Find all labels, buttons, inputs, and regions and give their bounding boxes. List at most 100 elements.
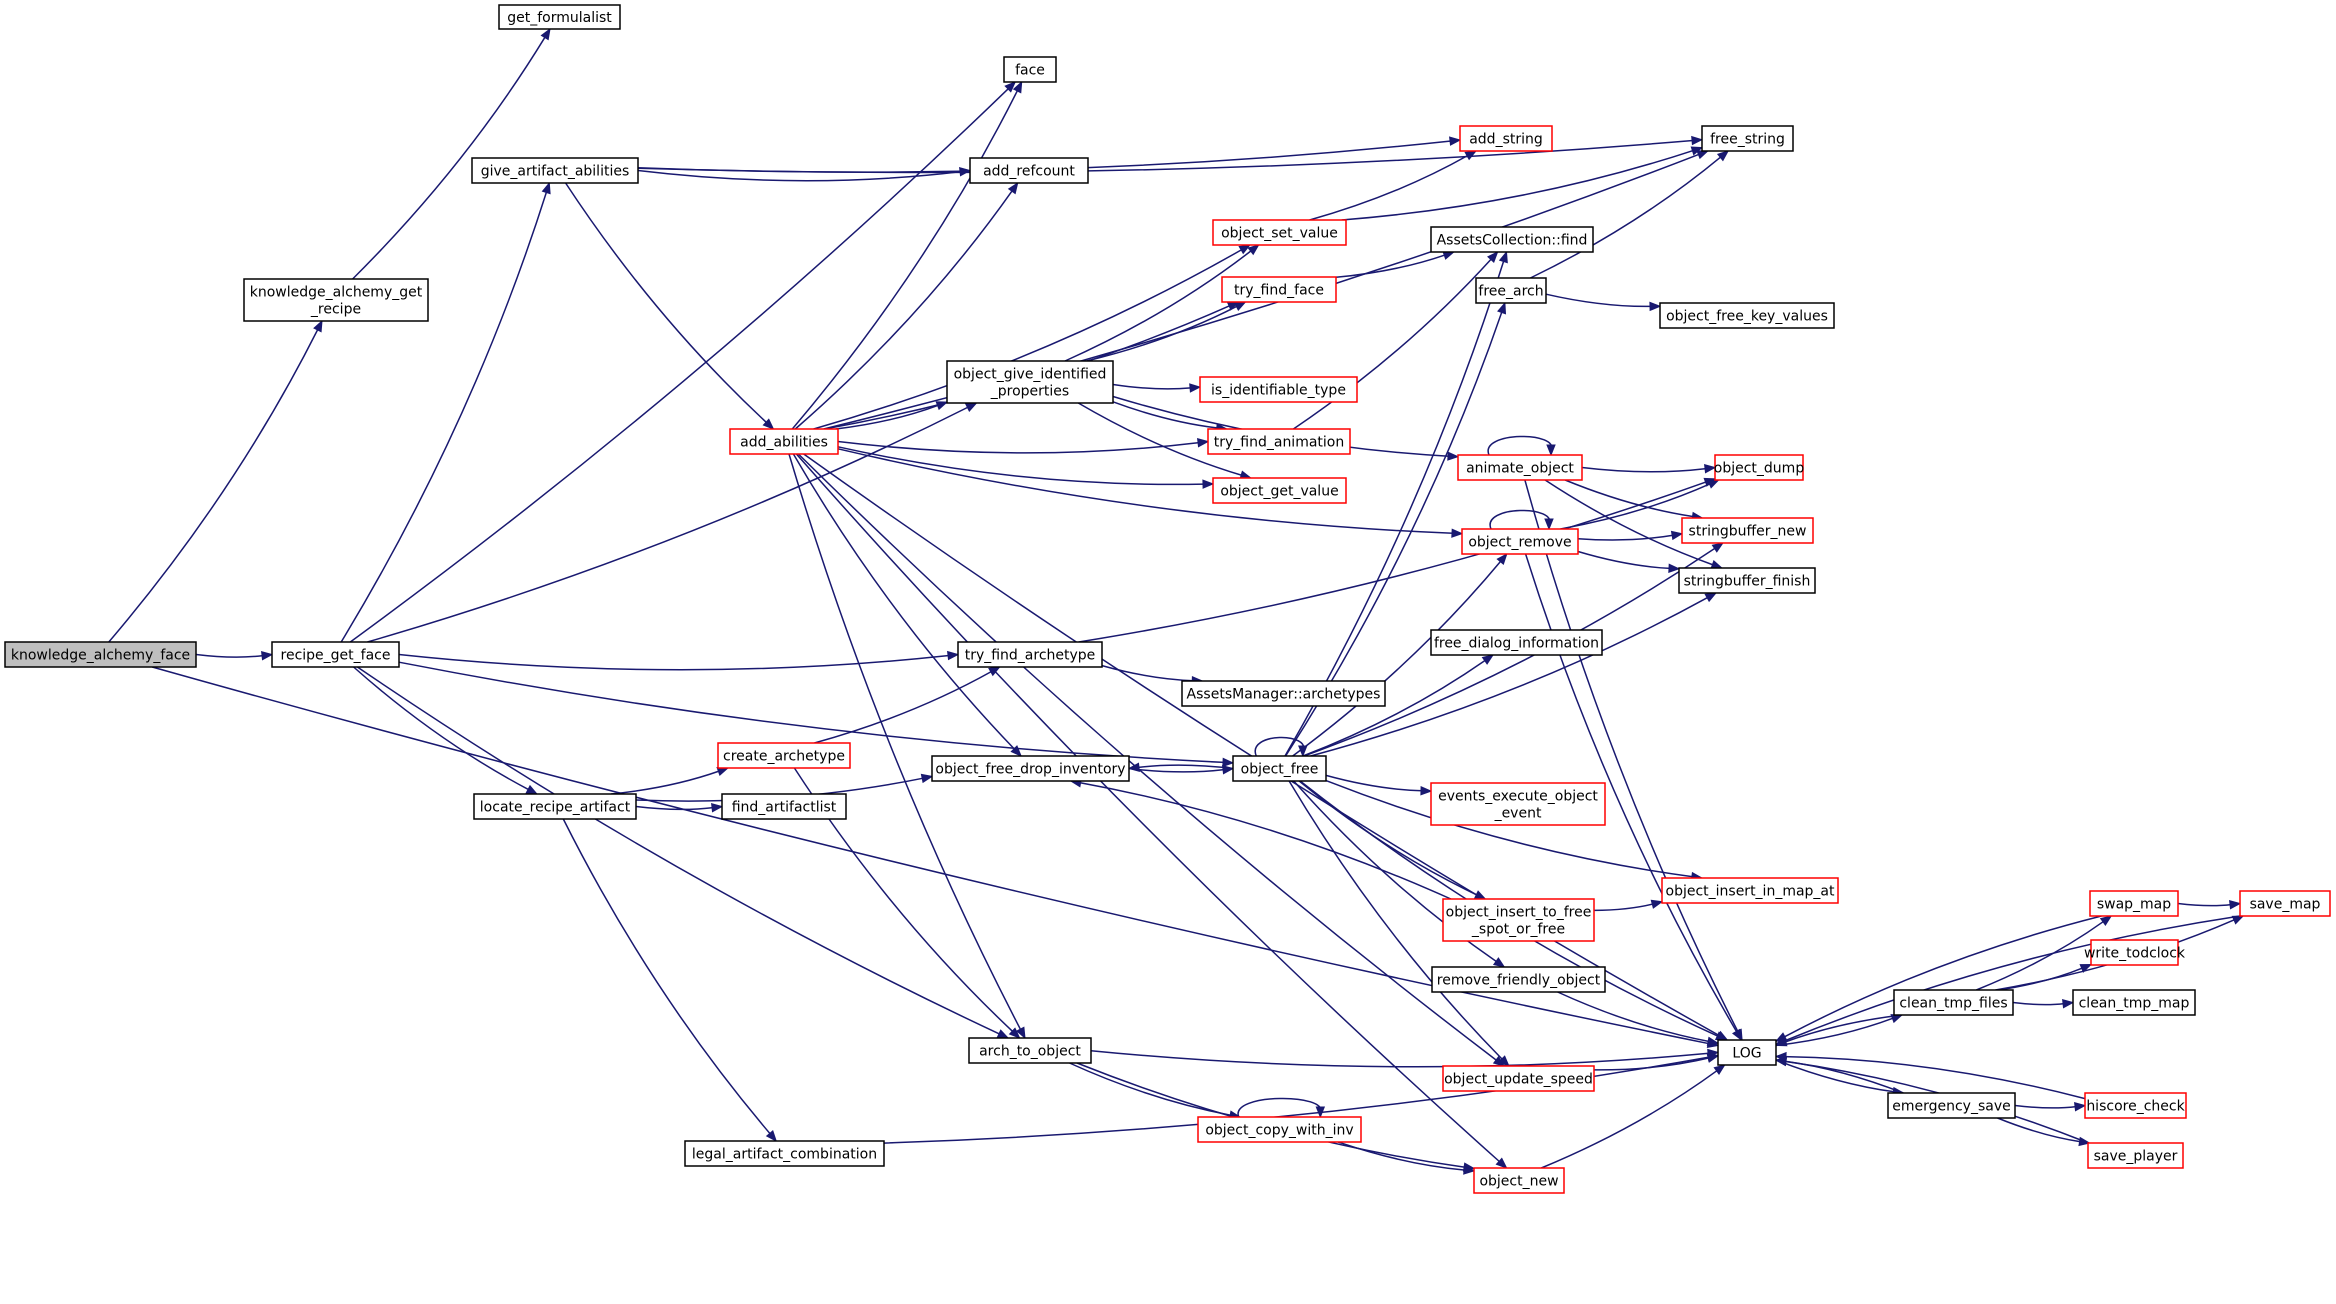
node-object_remove[interactable]: object_remove xyxy=(1461,528,1579,555)
node-animate_object[interactable]: animate_object xyxy=(1457,454,1583,481)
node-object_new[interactable]: object_new xyxy=(1473,1167,1565,1194)
node-box xyxy=(1442,1065,1595,1092)
node-box xyxy=(473,793,637,820)
arrowhead-icon xyxy=(541,181,551,195)
edge-object_free-to-stringbuffer_new xyxy=(1303,542,1725,757)
node-box xyxy=(1717,1039,1777,1066)
node-LOG[interactable]: LOG xyxy=(1717,1039,1777,1066)
arrowhead-icon xyxy=(1473,890,1487,900)
node-recipe_get_face[interactable]: recipe_get_face xyxy=(271,641,400,668)
node-object_get_value[interactable]: object_get_value xyxy=(1212,477,1347,504)
node-object_free_key_values[interactable]: object_free_key_values xyxy=(1659,302,1835,329)
node-knowledge_alchemy_face[interactable]: knowledge_alchemy_face xyxy=(4,641,197,668)
edge-add_abilities-to-object_free_drop_inventory xyxy=(792,453,1023,757)
arrowhead-icon xyxy=(1464,150,1478,161)
edge-line xyxy=(813,248,1243,430)
node-object_free_drop_inventory[interactable]: object_free_drop_inventory xyxy=(931,755,1130,782)
node-clean_tmp_files[interactable]: clean_tmp_files xyxy=(1893,989,2014,1016)
node-label: AssetsManager::archetypes xyxy=(1187,687,1381,703)
node-remove_friendly_object[interactable]: remove_friendly_object xyxy=(1431,966,1606,993)
arrowhead-icon xyxy=(1649,301,1662,312)
node-events_execute_object_event[interactable]: events_execute_object_event xyxy=(1430,782,1606,826)
node-box xyxy=(717,742,851,769)
edge-line xyxy=(356,666,1001,1035)
edge-add_abilities-to-add_refcount xyxy=(794,181,1019,430)
node-box xyxy=(721,793,847,820)
node-box xyxy=(1199,376,1358,403)
node-box xyxy=(1701,125,1794,152)
node-AssetsCollection_find[interactable]: AssetsCollection::find xyxy=(1430,226,1594,253)
arrowhead-icon xyxy=(1497,301,1507,315)
node-save_player[interactable]: save_player xyxy=(2087,1142,2184,1169)
node-stringbuffer_finish[interactable]: stringbuffer_finish xyxy=(1678,567,1816,594)
node-free_dialog_information[interactable]: free_dialog_information xyxy=(1430,629,1603,656)
edge-recipe_get_face-to-try_find_archetype xyxy=(398,650,960,671)
node-add_string[interactable]: add_string xyxy=(1459,125,1553,152)
node-object_free[interactable]: object_free xyxy=(1232,755,1327,782)
node-box xyxy=(1459,125,1553,152)
edge-line xyxy=(1303,547,1716,757)
node-legal_artifact_combination[interactable]: legal_artifact_combination xyxy=(684,1140,885,1167)
node-AssetsManager_archetypes[interactable]: AssetsManager::archetypes xyxy=(1181,680,1386,707)
node-add_abilities[interactable]: add_abilities xyxy=(729,428,839,455)
node-free_arch[interactable]: free_arch xyxy=(1475,277,1547,304)
node-save_map[interactable]: save_map xyxy=(2239,890,2331,917)
node-free_string[interactable]: free_string xyxy=(1701,125,1794,152)
edge-line xyxy=(1309,154,1469,221)
node-find_artifactlist[interactable]: find_artifactlist xyxy=(721,793,847,820)
arrowhead-icon xyxy=(996,1029,1010,1039)
arrowhead-icon xyxy=(964,402,978,412)
node-hiscore_check[interactable]: hiscore_check xyxy=(2084,1092,2187,1119)
node-object_dump[interactable]: object_dump xyxy=(1714,454,1805,481)
node-arch_to_object[interactable]: arch_to_object xyxy=(968,1037,1092,1064)
node-stringbuffer_new[interactable]: stringbuffer_new xyxy=(1681,517,1814,544)
node-label: clean_tmp_files xyxy=(1899,996,2007,1012)
node-object_update_speed[interactable]: object_update_speed xyxy=(1442,1065,1595,1092)
node-emergency_save[interactable]: emergency_save xyxy=(1887,1092,2016,1119)
arrowhead-icon xyxy=(711,803,724,813)
edge-add_abilities-to-face xyxy=(791,80,1023,430)
node-object_insert_to_free_spot_or_free[interactable]: object_insert_to_free_spot_or_free xyxy=(1442,898,1595,942)
node-object_set_value[interactable]: object_set_value xyxy=(1212,219,1347,246)
edge-line xyxy=(1064,249,1252,362)
node-get_formulalist[interactable]: get_formulalist xyxy=(498,4,621,30)
node-label: knowledge_alchemy_get xyxy=(250,285,423,301)
node-try_find_animation[interactable]: try_find_animation xyxy=(1207,428,1351,455)
node-swap_map[interactable]: swap_map xyxy=(2089,890,2179,917)
edge-line xyxy=(637,169,962,182)
node-box xyxy=(4,641,197,668)
node-give_artifact_abilities[interactable]: give_artifact_abilities xyxy=(471,157,639,184)
node-label: emergency_save xyxy=(1892,1099,2011,1115)
node-knowledge_alchemy_get_recipe[interactable]: knowledge_alchemy_get_recipe xyxy=(243,278,429,322)
arrowhead-icon xyxy=(1691,135,1704,146)
node-box xyxy=(1659,302,1835,329)
node-create_archetype[interactable]: create_archetype xyxy=(717,742,851,769)
node-label: get_formulalist xyxy=(507,10,612,26)
node-object_copy_with_inv[interactable]: object_copy_with_inv xyxy=(1197,1116,1362,1143)
node-box xyxy=(1181,680,1386,707)
node-try_find_archetype[interactable]: try_find_archetype xyxy=(957,641,1103,668)
edge-line xyxy=(1337,1141,1466,1171)
node-is_identifiable_type[interactable]: is_identifiable_type xyxy=(1199,376,1358,403)
edge-object_remove-to-object_remove xyxy=(1489,509,1554,531)
edge-give_artifact_abilities-to-add_abilities xyxy=(564,182,775,430)
node-locate_recipe_artifact[interactable]: locate_recipe_artifact xyxy=(473,793,637,820)
edge-line xyxy=(1288,780,1504,1061)
node-clean_tmp_map[interactable]: clean_tmp_map xyxy=(2072,989,2196,1016)
node-object_insert_in_map_at[interactable]: object_insert_in_map_at xyxy=(1661,877,1839,904)
edge-object_update_speed-to-LOG xyxy=(1593,1053,1720,1071)
edge-line xyxy=(1077,402,1243,477)
edge-line xyxy=(795,453,1501,1163)
edge-line xyxy=(1783,915,2102,1038)
arrowhead-icon xyxy=(525,784,539,795)
edge-line xyxy=(635,805,714,811)
node-object_give_identified_properties[interactable]: object_give_identified_properties xyxy=(946,360,1114,404)
node-try_find_face[interactable]: try_find_face xyxy=(1221,276,1337,303)
node-face[interactable]: face xyxy=(1003,56,1057,83)
node-add_refcount[interactable]: add_refcount xyxy=(969,157,1089,184)
node-write_todclock[interactable]: write_todclock xyxy=(2084,939,2186,966)
node-label: create_archetype xyxy=(723,749,845,765)
node-label: try_find_animation xyxy=(1214,435,1344,451)
node-box xyxy=(1232,755,1327,782)
edge-object_copy_with_inv-to-object_new xyxy=(1337,1141,1476,1175)
